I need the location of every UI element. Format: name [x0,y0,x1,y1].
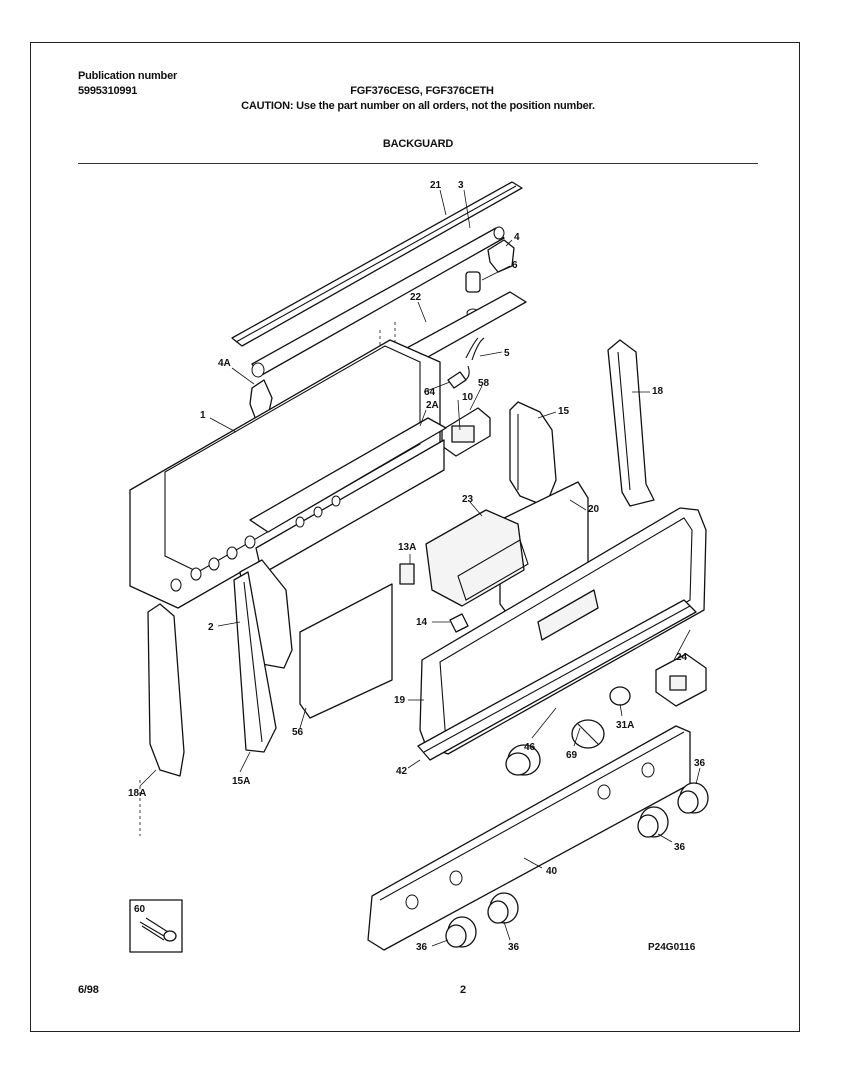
callout-23: 23 [462,494,474,505]
part-15A-channel-left [233,571,277,753]
callout-64: 64 [424,387,436,398]
part-10-clock [451,425,475,443]
callout-36-d: 36 [508,942,520,953]
callout-19: 19 [394,695,406,706]
publication-number: 5995310991 [78,85,138,97]
part-18A-side-trim-left [147,603,185,777]
callout-36-b: 36 [674,842,686,853]
part-2A-reinforcement [249,417,447,533]
callout-4: 4 [514,232,520,243]
part-60-screw [139,917,169,941]
callout-46: 46 [524,742,536,753]
part-64-clip [447,371,467,389]
model-numbers: FGF376CESG, FGF376CETH [350,85,494,97]
caution-note: CAUTION: Use the part number on all orde… [241,100,595,112]
callout-21: 21 [430,180,442,191]
callout-5: 5 [504,348,510,359]
callout-10: 10 [462,392,474,403]
page-frame [30,42,800,1032]
callout-36-c: 36 [416,942,428,953]
callout-2: 2 [208,622,214,633]
drawing-number: P24G0116 [648,942,696,953]
callout-58: 58 [478,378,490,389]
part-60-inset-box [129,899,183,953]
display-window [537,589,599,641]
callout-6: 6 [512,260,518,271]
part-36-knob-4 [677,782,709,814]
callout-42: 42 [396,766,408,777]
header-rule [78,163,758,164]
part-23-electronic-control [425,509,525,607]
callout-60: 60 [134,904,146,915]
part-18-side-trim-right [607,339,655,507]
part-15-end-bracket-right [509,401,557,505]
callout-18: 18 [652,386,664,397]
part-36-knob-1 [445,916,477,948]
part-4-bracket [487,239,515,273]
part-31A-knob-stem [609,686,631,706]
callout-18A: 18A [128,788,146,799]
callout-15: 15 [558,406,570,417]
callout-3: 3 [458,180,464,191]
callout-13A: 13A [398,542,416,553]
part-5-wiring [461,337,485,383]
callout-31A: 31A [616,720,634,731]
callout-20: 20 [588,504,600,515]
callout-24: 24 [676,652,688,663]
callout-69: 69 [566,750,578,761]
part-6-socket [465,271,481,293]
callout-4A: 4A [218,358,231,369]
callout-14: 14 [416,617,428,628]
part-56-cover-plate [299,583,393,719]
callout-40: 40 [546,866,558,877]
part-19-control-panel [419,507,707,755]
part-36-knob-3 [637,806,669,838]
callout-56: 56 [292,727,304,738]
page-number: 2 [460,984,466,996]
callout-36-a: 36 [694,758,706,769]
callout-22: 22 [410,292,422,303]
publication-label: Publication number [78,70,178,82]
revision-date: 6/98 [78,984,99,996]
section-title: BACKGUARD [382,138,454,150]
callout-2A: 2A [426,400,439,411]
part-42-trim-strip [417,599,697,761]
part-36-knob-2 [487,892,519,924]
part-13A-relay [399,563,415,585]
callout-15A: 15A [232,776,250,787]
part-14-clip [449,613,469,633]
callout-1: 1 [200,410,206,421]
